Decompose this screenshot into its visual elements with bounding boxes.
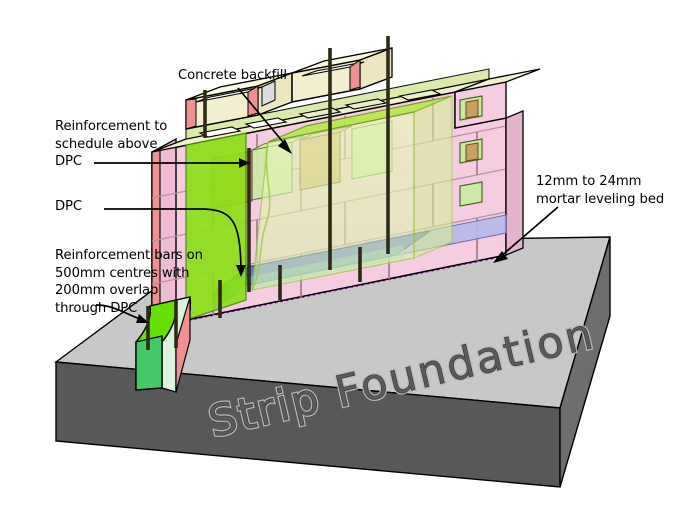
label-reinforcement-schedule: Reinforcement to schedule above DPC <box>55 119 168 169</box>
label-concrete-backfill: Concrete backfill <box>178 68 287 83</box>
backfill-core-bright <box>185 132 247 321</box>
foundation-right-face <box>559 236 611 488</box>
open-top-course-second <box>291 47 393 103</box>
reinforcement-bars <box>146 36 390 350</box>
arrowhead-reinforcement-schedule <box>239 158 250 168</box>
backfill-left-wavy-edge <box>251 141 271 291</box>
label-dpc: DPC <box>55 199 83 214</box>
strip-foundation-slab: Strip Foundation Strip Foundation <box>54 236 611 488</box>
leader-concrete-backfill <box>237 87 289 149</box>
leader-mortar-bed <box>499 206 559 258</box>
backfill-end-salmon-edge <box>175 296 191 393</box>
backfill-left-end-exposed <box>135 296 192 393</box>
label-mortar-leveling-bed: 12mm to 24mm mortar leveling bed <box>536 174 665 207</box>
arrowhead-dpc <box>236 265 246 277</box>
backfill-end-dark-base <box>135 335 163 391</box>
arrowhead-reinforcement-bars <box>136 314 149 323</box>
block-cores-right-end <box>459 95 483 207</box>
backfill-right-face <box>413 95 453 259</box>
leader-reinforcement-bars <box>95 304 141 320</box>
arrowhead-concrete-backfill <box>278 139 292 154</box>
leader-dpc <box>104 208 242 269</box>
label-reinforcement-bars: Reinforcement bars on 500mm centres with… <box>55 248 203 316</box>
callout-leaders <box>94 87 559 323</box>
wall-top-bed-right <box>454 68 541 93</box>
concrete-backfill <box>185 95 453 321</box>
arrowhead-mortar-bed <box>493 251 508 263</box>
